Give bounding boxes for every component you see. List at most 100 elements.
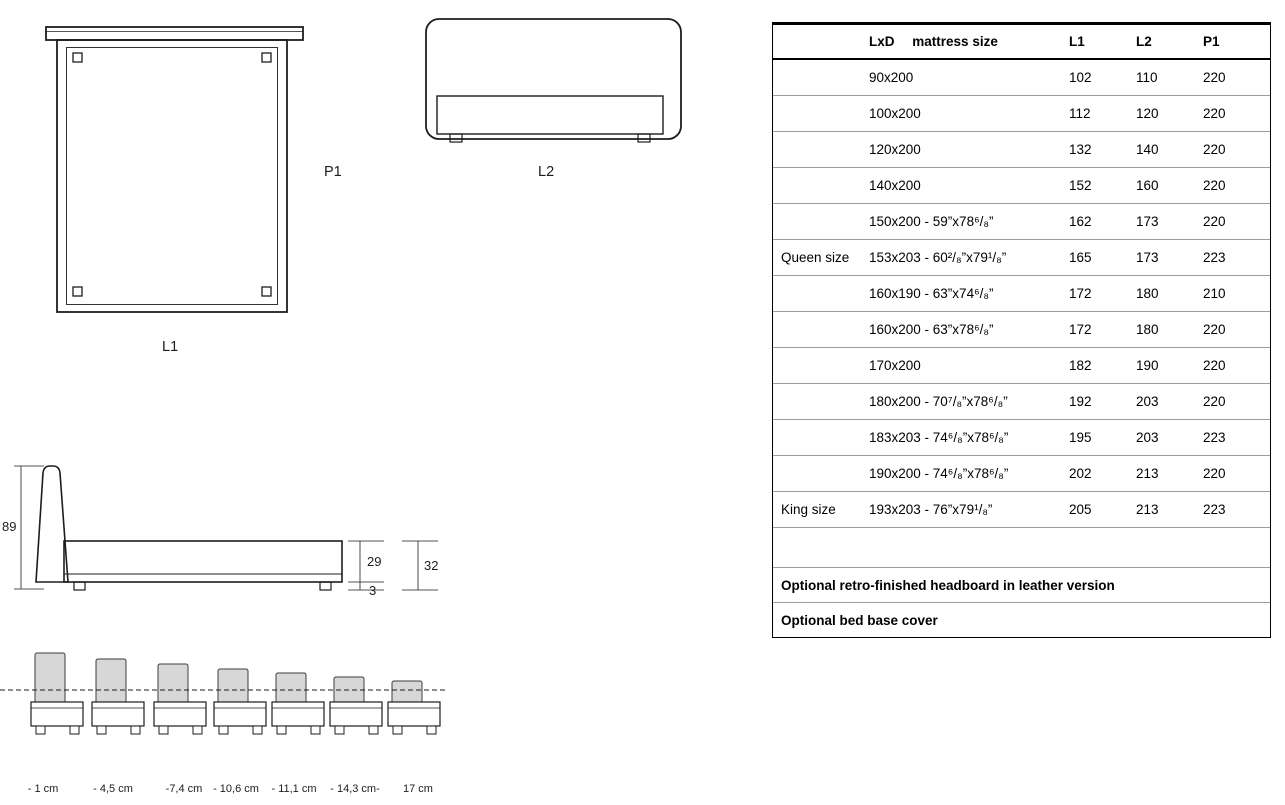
headboard-option-measure: - 14,3 cm-	[330, 783, 380, 795]
p1-value: 220	[1203, 322, 1226, 337]
l2-width-label: L2	[538, 164, 554, 180]
l2-value: 120	[1136, 106, 1159, 121]
table-row: 180x200 - 70⁷/₈”x78⁶/₈” 192 203 220	[773, 384, 1270, 420]
mattress-size-cell: 120x200	[869, 142, 921, 157]
mattress-size-cell: 150x200 - 59”x78⁶/₈”	[869, 214, 994, 229]
p1-depth-label: P1	[324, 164, 342, 180]
p1-value: 223	[1203, 250, 1226, 265]
top-view-drawing	[45, 26, 304, 313]
dim-feet-height: 3	[369, 583, 376, 598]
l2-value: 180	[1136, 322, 1159, 337]
size-group-label: Queen size	[781, 250, 850, 265]
headboard-profile	[329, 676, 383, 735]
l1-value: 132	[1069, 142, 1092, 157]
headboard-option-measure: -7,4 cm	[166, 783, 203, 795]
l2-value: 180	[1136, 286, 1159, 301]
col-l2: L2	[1136, 34, 1152, 49]
l2-value: 110	[1136, 70, 1158, 85]
headboard-profile	[91, 658, 145, 735]
front-view-drawing	[425, 18, 682, 143]
mattress-size-cell: 90x200	[869, 70, 914, 85]
side-view-drawing	[35, 465, 343, 591]
dim-total-height: 89	[2, 519, 16, 534]
dim-side-height: 32	[424, 558, 438, 573]
p1-value: 220	[1203, 178, 1226, 193]
headboard-profile	[153, 663, 207, 735]
mattress-size-cell: 100x200	[869, 106, 921, 121]
l2-value: 213	[1136, 502, 1159, 517]
p1-value: 220	[1203, 70, 1226, 85]
mattress-size-cell: 160x200 - 63”x78⁶/₈”	[869, 322, 994, 337]
table-row: 170x200 182 190 220	[773, 348, 1270, 384]
col-lxd-label: LxD	[869, 34, 895, 49]
l1-value: 182	[1069, 358, 1092, 373]
p1-value: 223	[1203, 430, 1226, 445]
table-row: King size 193x203 - 76”x79¹/₈” 205 213 2…	[773, 492, 1270, 528]
col-l1: L1	[1069, 34, 1085, 49]
table-row: 100x200 112 120 220	[773, 96, 1270, 132]
note-optional-base-cover: Optional bed base cover	[781, 612, 938, 628]
table-row: 90x200 102 110 220	[773, 60, 1270, 96]
table-empty-row	[773, 528, 1270, 568]
col-mattress-size-label: mattress size	[912, 34, 998, 49]
l1-value: 195	[1069, 430, 1092, 445]
l1-value: 172	[1069, 322, 1092, 337]
note-optional-headboard: Optional retro-finished headboard in lea…	[773, 568, 1270, 603]
p1-value: 220	[1203, 106, 1226, 121]
mattress-size-cell: 183x203 - 74⁶/₈”x78⁶/₈”	[869, 430, 1009, 445]
l2-value: 160	[1136, 178, 1159, 193]
mattress-size-table: LxD mattress size L1 L2 P1 90x200 102 11…	[772, 22, 1271, 638]
col-p1: P1	[1203, 34, 1220, 49]
l1-value: 165	[1069, 250, 1092, 265]
p1-value: 210	[1203, 286, 1226, 301]
table-row: 190x200 - 74⁶/₈”x78⁶/₈” 202 213 220	[773, 456, 1270, 492]
mattress-size-cell: 140x200	[869, 178, 921, 193]
p1-value: 220	[1203, 358, 1226, 373]
l1-value: 102	[1069, 70, 1092, 85]
l2-value: 173	[1136, 214, 1159, 229]
headboard-option-measure: - 10,6 cm	[213, 783, 259, 795]
headboard-option-measure: - 1 cm	[28, 783, 59, 795]
l2-value: 213	[1136, 466, 1159, 481]
headboard-option-measure: - 4,5 cm	[93, 783, 133, 795]
table-row: Queen size 153x203 - 60²/₈”x79¹/₈” 165 1…	[773, 240, 1270, 276]
l2-value: 203	[1136, 430, 1159, 445]
l2-value: 140	[1136, 142, 1159, 157]
l1-value: 152	[1069, 178, 1092, 193]
headboard-profile	[30, 652, 84, 735]
p1-value: 220	[1203, 214, 1226, 229]
headboard-profile	[387, 680, 441, 735]
mattress-size-cell: 193x203 - 76”x79¹/₈”	[869, 502, 993, 517]
technical-drawings: P1 L1 L2 89	[0, 18, 682, 795]
dim-base-height: 29	[367, 554, 381, 569]
mattress-size-cell: 153x203 - 60²/₈”x79¹/₈”	[869, 250, 1007, 265]
mattress-size-cell: 170x200	[869, 358, 921, 373]
mattress-size-cell: 160x190 - 63”x74⁶/₈”	[869, 286, 994, 301]
table-row: 140x200 152 160 220	[773, 168, 1270, 204]
table-row: 150x200 - 59”x78⁶/₈” 162 173 220	[773, 204, 1270, 240]
p1-value: 220	[1203, 466, 1226, 481]
l1-value: 112	[1069, 106, 1091, 121]
col-mattress-size: LxD mattress size	[869, 34, 1069, 49]
p1-value: 223	[1203, 502, 1226, 517]
table-row: 160x200 - 63”x78⁶/₈” 172 180 220	[773, 312, 1270, 348]
table-header: LxD mattress size L1 L2 P1	[773, 25, 1270, 60]
headboard-option-measure: 17 cm	[403, 783, 433, 795]
l1-value: 202	[1069, 466, 1092, 481]
p1-value: 220	[1203, 142, 1226, 157]
p1-value: 220	[1203, 394, 1226, 409]
mattress-size-cell: 180x200 - 70⁷/₈”x78⁶/₈”	[869, 394, 1008, 409]
l1-value: 192	[1069, 394, 1092, 409]
dimension-lines	[14, 465, 438, 591]
l2-value: 203	[1136, 394, 1159, 409]
size-group-label: King size	[781, 502, 836, 517]
mattress-size-cell: 190x200 - 74⁶/₈”x78⁶/₈”	[869, 466, 1009, 481]
l1-value: 205	[1069, 502, 1092, 517]
l1-value: 172	[1069, 286, 1092, 301]
l1-width-label: L1	[162, 339, 178, 355]
table-row: 183x203 - 74⁶/₈”x78⁶/₈” 195 203 223	[773, 420, 1270, 456]
l1-value: 162	[1069, 214, 1092, 229]
table-row: 160x190 - 63”x74⁶/₈” 172 180 210	[773, 276, 1270, 312]
l2-value: 190	[1136, 358, 1159, 373]
